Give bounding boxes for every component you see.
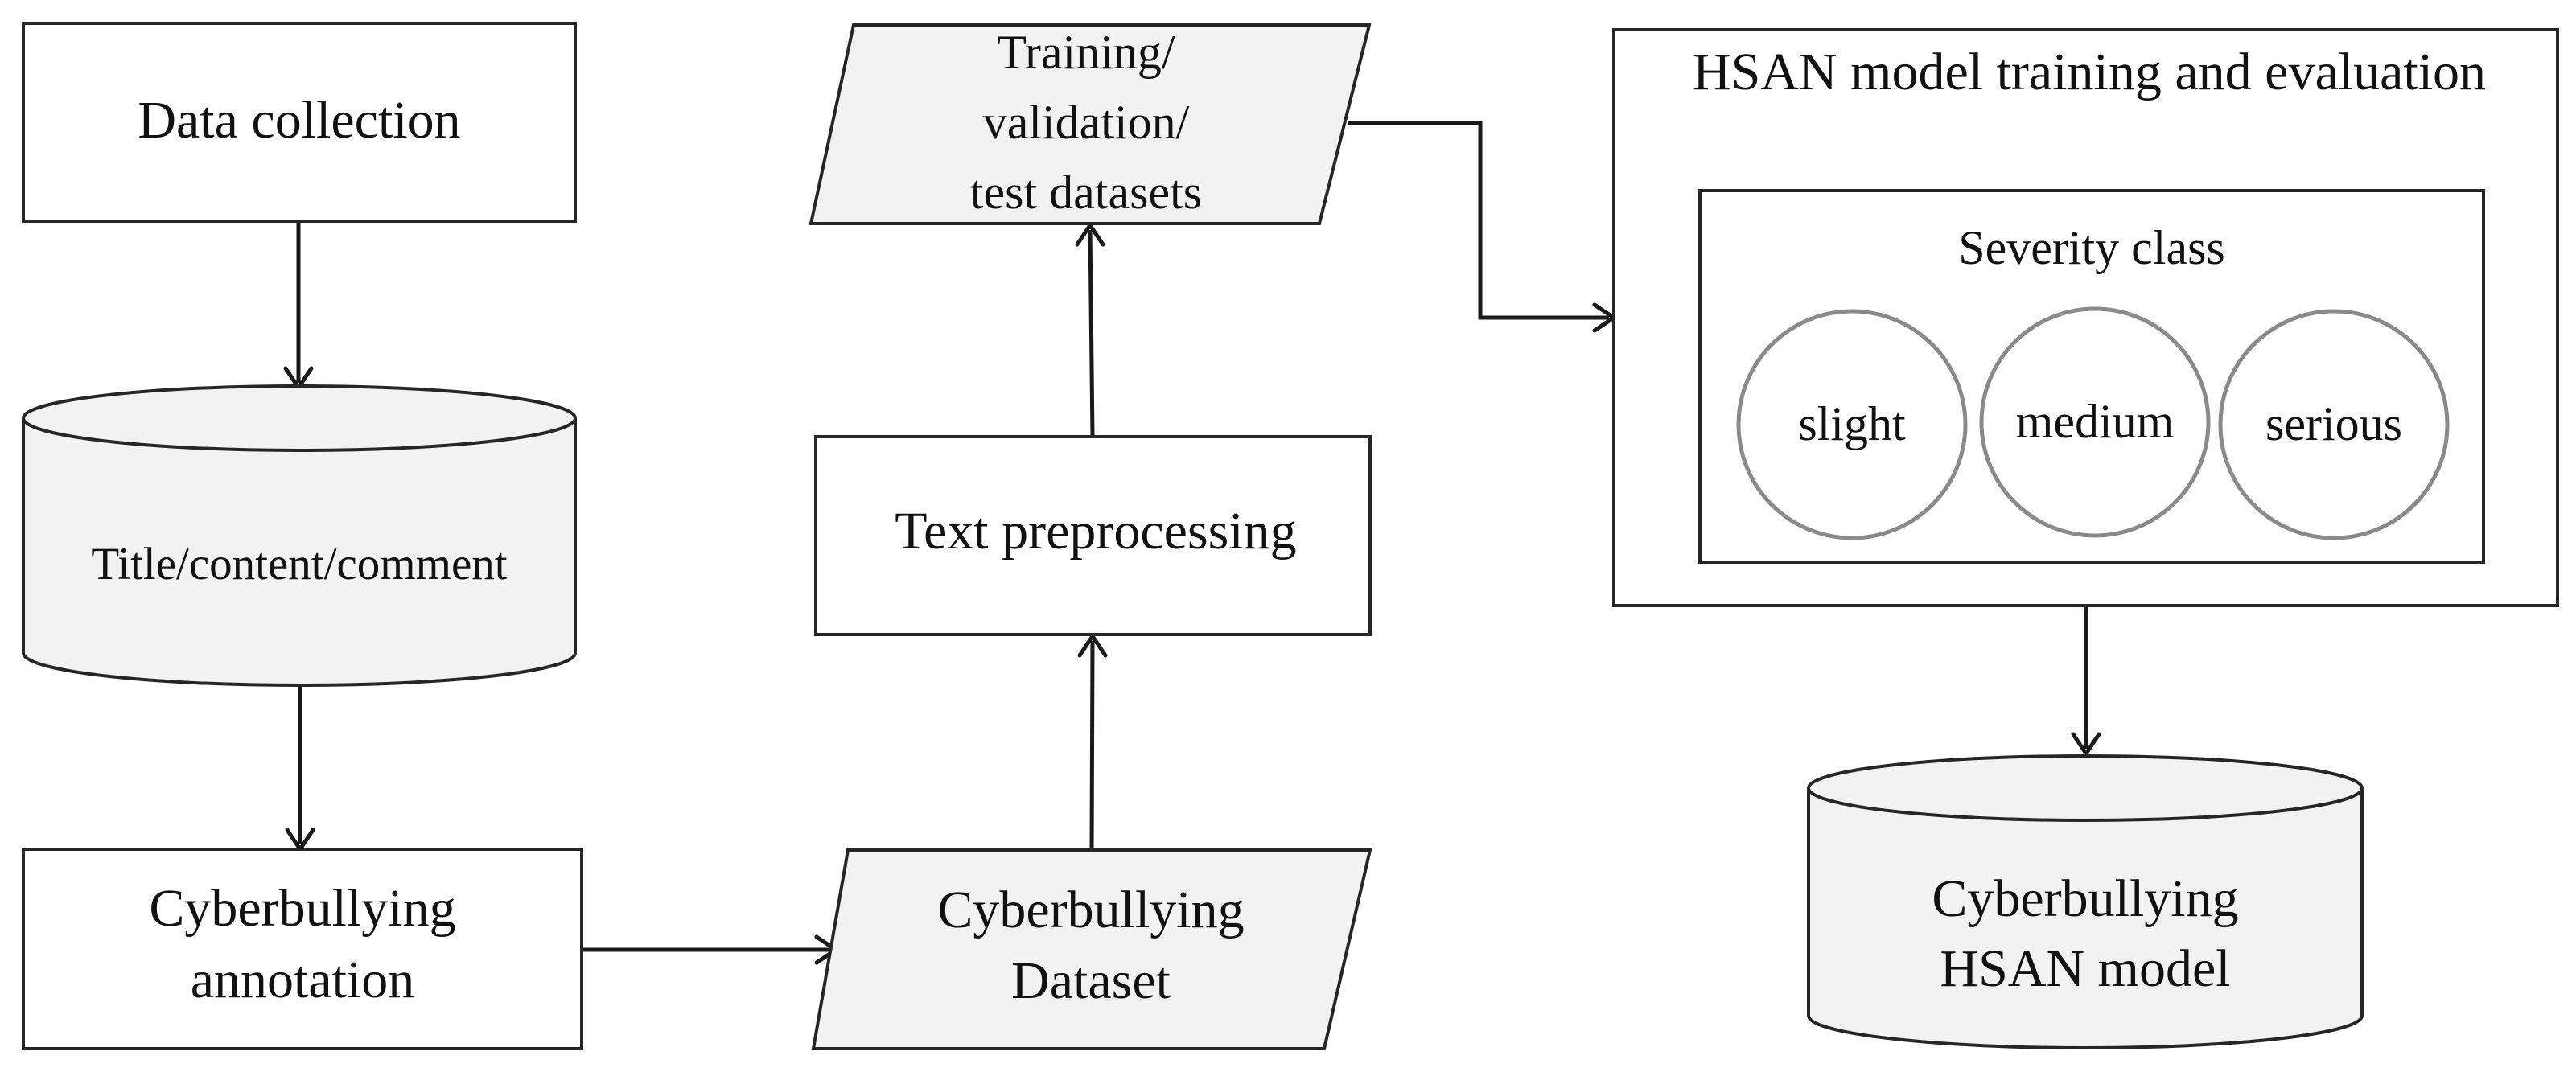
hsan-model-storage: Cyberbullying HSAN model <box>1807 754 2364 1049</box>
severity-medium-label: medium <box>2016 395 2175 448</box>
dataset-label-line-2: Dataset <box>1011 951 1171 1010</box>
edge-splits-to-training <box>1348 121 1616 333</box>
annotation-box: Cyberbullying annotation <box>22 848 583 1050</box>
hsan-model-label-line-1: Cyberbullying <box>1932 869 2238 928</box>
annotation-label-line-1: Cyberbullying <box>149 879 455 938</box>
severity-class-title: Severity class <box>1958 221 2225 274</box>
edge-dataset-to-preprocessing <box>1077 634 1108 851</box>
dataset-label-line-1: Cyberbullying <box>937 881 1244 939</box>
splits-label-line-1: Training/ <box>997 26 1175 79</box>
data-collection-box: Data collection <box>22 22 577 223</box>
splits-label-line-2: validation/ <box>983 96 1190 149</box>
data-collection-label: Data collection <box>138 91 460 150</box>
text-preprocessing-box: Text preprocessing <box>814 435 1372 636</box>
edge-collection-to-storage <box>283 221 314 390</box>
text-preprocessing-label: Text preprocessing <box>895 502 1296 561</box>
annotation-label-line-2: annotation <box>191 951 415 1009</box>
edge-annotation-to-dataset <box>582 934 838 965</box>
severity-serious-label: serious <box>2265 397 2402 450</box>
severity-class-box: Severity class slight medium serious <box>1698 189 2485 564</box>
title-content-comment-storage: Title/content/comment <box>22 384 577 687</box>
hsan-model-label-line-2: HSAN model <box>1940 939 2230 998</box>
severity-medium: medium <box>1979 306 2211 538</box>
severity-serious: serious <box>2218 309 2450 540</box>
edge-preprocessing-to-splits <box>1075 223 1105 437</box>
hsan-training-title: HSAN model training and evaluation <box>1693 43 2486 101</box>
splits-label-line-3: test datasets <box>970 166 1202 219</box>
storage-label: Title/content/comment <box>91 539 507 589</box>
edge-training-to-model <box>2071 606 2101 756</box>
severity-slight-label: slight <box>1798 397 1906 450</box>
severity-slight: slight <box>1736 309 1968 540</box>
hsan-training-box: HSAN model training and evaluation Sever… <box>1612 28 2559 607</box>
edge-storage-to-annotation <box>285 685 315 852</box>
dataset-parallelogram: Cyberbullying Dataset <box>811 848 1372 1050</box>
splits-parallelogram: Training/ validation/ test datasets <box>809 23 1372 225</box>
